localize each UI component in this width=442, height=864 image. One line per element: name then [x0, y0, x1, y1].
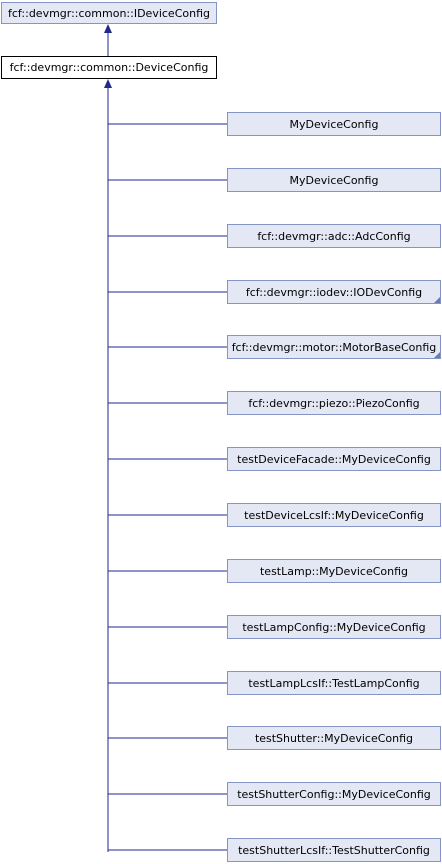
class-node-label: fcf::devmgr::piezo::PiezoConfig: [248, 396, 420, 410]
class-node-label: fcf::devmgr::adc::AdcConfig: [257, 229, 411, 243]
class-node-label: testShutterConfig::MyDeviceConfig: [237, 787, 431, 801]
class-node-derived[interactable]: MyDeviceConfig: [227, 112, 441, 136]
class-node-idevice-config[interactable]: fcf::devmgr::common::IDeviceConfig: [1, 2, 217, 24]
class-node-derived[interactable]: fcf::devmgr::adc::AdcConfig: [227, 224, 441, 248]
class-node-derived[interactable]: fcf::devmgr::piezo::PiezoConfig: [227, 391, 441, 415]
class-node-label: fcf::devmgr::common::DeviceConfig: [9, 61, 209, 74]
class-node-label: fcf::devmgr::motor::MotorBaseConfig: [231, 340, 437, 354]
edge-arrowhead-base: [104, 24, 112, 33]
class-node-label: testLamp::MyDeviceConfig: [259, 564, 409, 578]
class-node-device-config: fcf::devmgr::common::DeviceConfig: [1, 56, 217, 79]
more-subclasses-indicator: [434, 352, 440, 358]
class-node-label: testShutterLcsIf::TestShutterConfig: [238, 843, 430, 857]
class-node-derived[interactable]: testDeviceLcsIf::MyDeviceConfig: [227, 503, 441, 527]
class-node-derived[interactable]: testLampLcsIf::TestLampConfig: [227, 671, 441, 695]
edge-arrowhead-current: [104, 79, 112, 88]
class-node-label: fcf::devmgr::common::IDeviceConfig: [8, 6, 210, 20]
class-node-label: MyDeviceConfig: [289, 173, 379, 187]
class-node-label: MyDeviceConfig: [289, 117, 379, 131]
class-node-derived[interactable]: testShutter::MyDeviceConfig: [227, 726, 441, 750]
class-node-derived[interactable]: testShutterLcsIf::TestShutterConfig: [227, 838, 441, 862]
class-node-derived[interactable]: MyDeviceConfig: [227, 168, 441, 192]
class-node-label: testDeviceFacade::MyDeviceConfig: [237, 452, 431, 466]
class-node-label: fcf::devmgr::iodev::IODevConfig: [245, 285, 423, 299]
class-node-derived[interactable]: testDeviceFacade::MyDeviceConfig: [227, 447, 441, 471]
class-node-label: testShutter::MyDeviceConfig: [254, 731, 414, 745]
class-node-label: testLampConfig::MyDeviceConfig: [242, 620, 426, 634]
class-node-label: testDeviceLcsIf::MyDeviceConfig: [244, 508, 424, 522]
class-node-label: testLampLcsIf::TestLampConfig: [248, 676, 420, 690]
class-node-derived[interactable]: fcf::devmgr::motor::MotorBaseConfig: [227, 335, 441, 359]
class-node-derived[interactable]: fcf::devmgr::iodev::IODevConfig: [227, 280, 441, 304]
more-subclasses-indicator: [434, 297, 440, 303]
class-node-derived[interactable]: testLampConfig::MyDeviceConfig: [227, 615, 441, 639]
class-node-derived[interactable]: testShutterConfig::MyDeviceConfig: [227, 782, 441, 806]
class-node-derived[interactable]: testLamp::MyDeviceConfig: [227, 559, 441, 583]
